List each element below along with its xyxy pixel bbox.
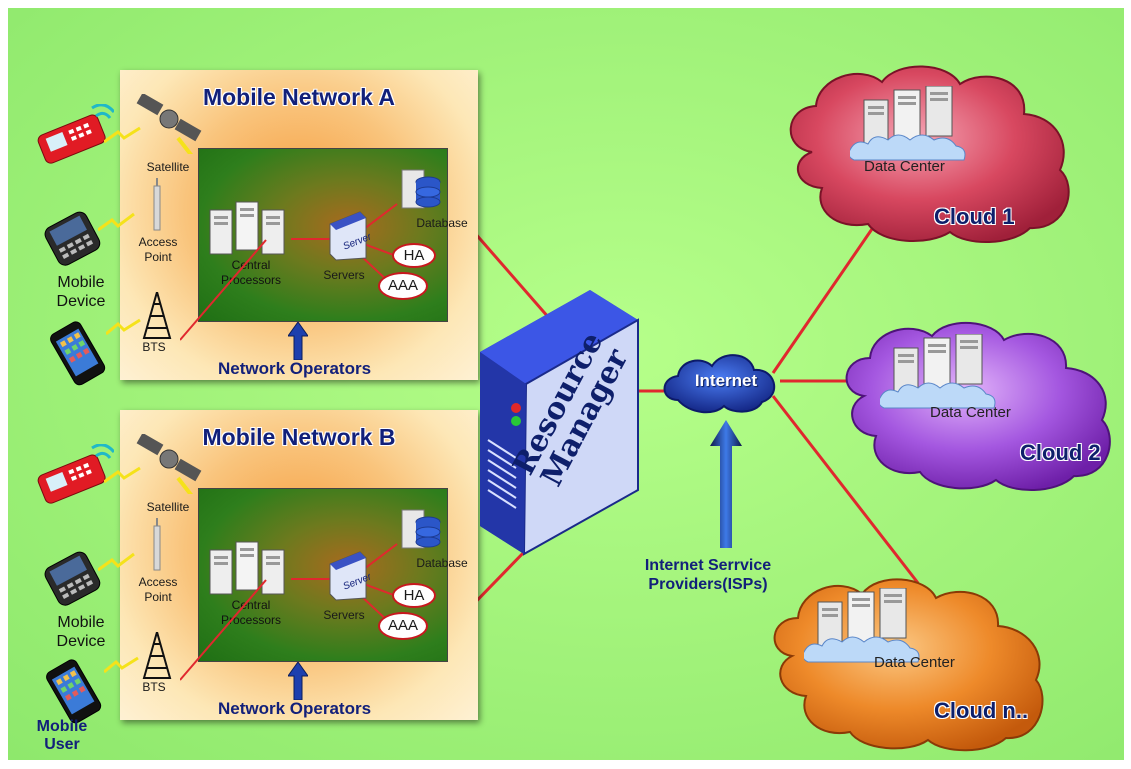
operator-arrow-icon	[288, 322, 308, 360]
access-label-2: Point	[144, 250, 172, 264]
mobile-user-label-1: Mobile	[36, 718, 88, 735]
servers-label: Servers	[323, 608, 365, 622]
satellite-label: Satellite	[146, 500, 190, 514]
signal-bolt-icon	[104, 656, 139, 674]
signal-bolt-icon	[98, 552, 135, 572]
central-processors-icon	[209, 541, 285, 595]
network-title: Mobile Network B	[202, 424, 396, 450]
satellite-icon	[136, 94, 202, 154]
isp-arrow-icon	[710, 420, 742, 548]
access-label-2: Point	[144, 590, 172, 604]
smartphone-icon	[46, 659, 102, 724]
cloud-1-data-center-label: Data Center	[864, 158, 945, 175]
bts-tower-icon	[142, 292, 172, 339]
access-label-1: Access	[138, 575, 178, 589]
central-label-2: Processors	[220, 273, 282, 287]
isp-label-2: Providers(ISPs)	[648, 576, 768, 593]
bts-label: BTS	[142, 680, 166, 694]
mobile-device-label-2: Device	[56, 633, 106, 650]
aaa-badge: AAA	[378, 272, 428, 300]
servers-label: Servers	[323, 268, 365, 282]
access-point-icon	[153, 518, 161, 571]
access-label-1: Access	[138, 235, 178, 249]
aaa-badge: AAA	[378, 612, 428, 640]
cloud-1-servers-icon	[850, 86, 966, 161]
cloud-2-data-center-label: Data Center	[930, 404, 1011, 421]
server-icon: Server	[329, 211, 370, 261]
internet-cloud-icon	[663, 354, 776, 414]
cloud-n-data-center-label: Data Center	[874, 654, 955, 671]
cloud-1-label: Cloud 1	[934, 204, 1015, 229]
bts-link	[180, 239, 267, 341]
signal-bolt-icon	[98, 212, 135, 232]
mobile-network-b-panel: Mobile Network B Central Proces	[120, 410, 478, 720]
central-label-2: Processors	[220, 613, 282, 627]
signal-bolt-icon	[104, 466, 141, 484]
satellite-icon	[136, 434, 202, 494]
red-phone-icon	[37, 444, 114, 504]
cloud-2-servers-icon	[880, 334, 996, 409]
mobile-network-a-panel: Mobile Network A Central P	[120, 70, 478, 380]
bts-tower-icon	[142, 632, 172, 679]
access-point-icon	[153, 178, 161, 231]
central-processors-icon	[209, 201, 285, 255]
network-operators-label: Network Operators	[218, 359, 372, 378]
red-phone-icon	[37, 104, 114, 164]
ha-badge: HA	[392, 583, 436, 608]
mobile-device-label-1: Mobile	[57, 614, 105, 631]
network-title: Mobile Network A	[202, 84, 396, 110]
cloud-n-servers-icon	[804, 588, 920, 663]
server-icon: Server	[329, 551, 370, 601]
diagram-canvas: Mobile Network A Central P	[8, 8, 1124, 760]
link-internet-to-cloud-1	[771, 212, 885, 374]
smartphone-icon	[50, 321, 106, 386]
pda-phone-icon	[44, 211, 101, 266]
resource-manager-server-icon	[480, 290, 639, 556]
database-icon	[401, 169, 441, 209]
satellite-label: Satellite	[146, 160, 190, 174]
network-operators-label: Network Operators	[218, 699, 372, 718]
signal-bolt-icon	[104, 126, 141, 144]
link-internet-to-cloud-n	[771, 395, 920, 584]
cloud-n-label: Cloud n..	[934, 698, 1029, 723]
database-label: Database	[416, 216, 468, 230]
database-label: Database	[416, 556, 468, 570]
bts-label: BTS	[142, 340, 166, 354]
cloud-2-label: Cloud 2	[1020, 440, 1101, 465]
internet-label: Internet	[694, 371, 758, 390]
ha-badge: HA	[392, 243, 436, 268]
mobile-device-label-1: Mobile	[57, 274, 105, 291]
signal-bolt-icon	[106, 318, 141, 336]
mobile-user-label-2: User	[44, 736, 80, 753]
mobile-device-label-2: Device	[56, 293, 106, 310]
database-icon	[401, 509, 441, 549]
isp-label-1: Internet Serrvice	[644, 557, 772, 574]
bts-link	[180, 579, 267, 681]
pda-phone-icon	[44, 551, 101, 606]
operator-arrow-icon	[288, 662, 308, 700]
